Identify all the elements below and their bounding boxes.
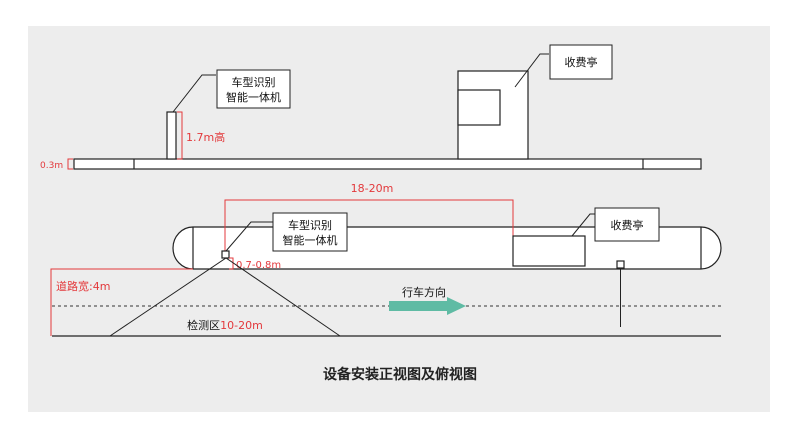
- road-width-dimension-line: [50, 268, 193, 336]
- offset-bracket: [229, 257, 234, 270]
- detection-cone-lines: [109, 257, 341, 337]
- top-booth-callout-line: [571, 213, 595, 237]
- detection-zone-label: 检测区10-20m: [187, 318, 263, 332]
- top-booth-post-marker: [616, 260, 625, 269]
- base-height-bracket: [67, 158, 73, 170]
- side-device-pole: [166, 111, 177, 160]
- road-width-label: 道路宽:4m: [56, 279, 110, 293]
- top-toll-booth: [512, 235, 586, 267]
- top-view: 18-20m 收费亭 车型识别 智能一体机 0.7-0.8m 道路宽:4m 检测…: [50, 182, 722, 337]
- side-device-label-line1: 车型识别: [232, 75, 276, 89]
- top-booth-callout-box: [594, 207, 660, 242]
- side-booth-label: 收费亭: [565, 55, 598, 69]
- side-device-callout-box: [216, 69, 291, 109]
- top-device-callout-line: [225, 221, 273, 252]
- distance-dimension-line: [224, 199, 514, 253]
- side-device-callout-line: [172, 74, 216, 113]
- side-booth-callout-box: [549, 44, 613, 80]
- side-road-slab: [73, 158, 702, 170]
- top-device: [221, 250, 230, 259]
- device-height-bracket: [177, 111, 183, 160]
- direction-arrow: [389, 297, 466, 315]
- base-height-label: 0.3m: [40, 161, 63, 171]
- distance-label: 18-20m: [351, 182, 394, 195]
- side-booth-callout-line: [514, 53, 549, 88]
- top-device-label-line2: 智能一体机: [283, 233, 338, 247]
- detection-zone-range: 10-20m: [220, 319, 263, 332]
- device-height-label: 1.7m高: [186, 130, 225, 144]
- offset-label: 0.7-0.8m: [236, 260, 281, 271]
- side-toll-booth-window: [457, 89, 501, 126]
- side-device-label-line2: 智能一体机: [226, 90, 281, 104]
- diagram-caption: 设备安装正视图及俯视图: [323, 366, 477, 383]
- top-booth-label: 收费亭: [611, 218, 644, 232]
- side-view: 0.3m 1.7m高 车型识别 智能一体机 收费亭: [40, 44, 702, 171]
- direction-label: 行车方向: [402, 285, 446, 299]
- top-device-callout-box: [272, 212, 348, 252]
- detection-zone-prefix: 检测区: [187, 318, 220, 332]
- top-device-label-line1: 车型识别: [288, 218, 332, 232]
